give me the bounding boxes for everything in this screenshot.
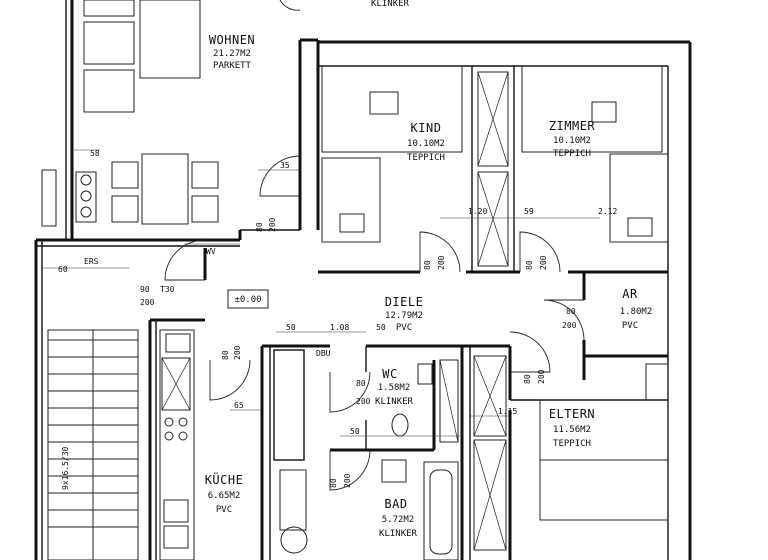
svg-text:200: 200 bbox=[537, 369, 546, 384]
svg-text:90: 90 bbox=[140, 285, 150, 294]
room-top-partial-floor: KLINKER bbox=[371, 0, 410, 9]
room-eltern-floor: TEPPICH bbox=[553, 439, 591, 449]
svg-text:1.08: 1.08 bbox=[330, 323, 349, 332]
room-eltern: ELTERN 11.56M2 TEPPICH bbox=[549, 407, 595, 449]
room-zimmer-floor: TEPPICH bbox=[553, 149, 591, 159]
room-zimmer-area: 10.10M2 bbox=[553, 136, 591, 146]
svg-text:50: 50 bbox=[350, 427, 360, 436]
room-wc-area: 1.58M2 bbox=[378, 383, 411, 393]
room-kind: KIND 10.10M2 TEPPICH bbox=[407, 121, 445, 163]
room-diele-name: DIELE bbox=[385, 295, 424, 309]
svg-text:200: 200 bbox=[233, 345, 242, 360]
room-kuche-area: 6.65M2 bbox=[208, 491, 241, 501]
svg-text:200: 200 bbox=[562, 321, 577, 330]
svg-text:200: 200 bbox=[437, 255, 446, 270]
room-wc-name: WC bbox=[382, 367, 397, 381]
label-stair: 9x16.5/30 bbox=[61, 446, 70, 490]
room-wohnen: WOHNEN 21.27M2 PARKETT bbox=[209, 33, 255, 71]
room-diele: DIELE 12.79M2 PVC bbox=[385, 295, 424, 333]
staircase bbox=[47, 329, 139, 560]
room-kuche-name: KÜCHE bbox=[205, 471, 244, 487]
room-wohnen-floor: PARKETT bbox=[213, 61, 252, 71]
svg-text:80: 80 bbox=[356, 379, 366, 388]
room-wc-floor: KLINKER bbox=[375, 397, 414, 407]
room-ar-floor: PVC bbox=[622, 321, 638, 331]
room-wc: WC 1.58M2 KLINKER bbox=[375, 367, 414, 407]
room-bad-name: BAD bbox=[384, 497, 407, 511]
room-bad-area: 5.72M2 bbox=[382, 515, 415, 525]
room-kind-area: 10.10M2 bbox=[407, 139, 445, 149]
room-bad-floor: KLINKER bbox=[379, 529, 418, 539]
svg-text:80: 80 bbox=[525, 260, 534, 270]
room-eltern-name: ELTERN bbox=[549, 407, 595, 421]
bath-fittings bbox=[279, 359, 459, 560]
svg-text:80: 80 bbox=[221, 350, 230, 360]
room-bad: BAD 5.72M2 KLINKER bbox=[379, 497, 418, 539]
room-zimmer: ZIMMER 10.10M2 TEPPICH bbox=[549, 119, 596, 159]
svg-text:1.15: 1.15 bbox=[498, 407, 517, 416]
label-wv: WV bbox=[206, 247, 216, 256]
svg-text:2.12: 2.12 bbox=[598, 207, 617, 216]
svg-text:1.20: 1.20 bbox=[468, 207, 487, 216]
svg-text:60: 60 bbox=[58, 265, 68, 274]
label-t30: T30 bbox=[160, 285, 175, 294]
svg-text:80: 80 bbox=[423, 260, 432, 270]
room-kuche: KÜCHE 6.65M2 PVC bbox=[205, 471, 244, 515]
door-swings bbox=[164, 0, 585, 491]
svg-text:200: 200 bbox=[343, 473, 352, 488]
room-ar: AR 1.80M2 PVC bbox=[620, 287, 653, 331]
room-diele-floor: PVC bbox=[396, 323, 412, 333]
svg-text:80: 80 bbox=[566, 307, 576, 316]
svg-text:80: 80 bbox=[255, 222, 264, 232]
room-ar-name: AR bbox=[622, 287, 638, 301]
svg-text:58: 58 bbox=[90, 149, 100, 158]
svg-text:50: 50 bbox=[286, 323, 296, 332]
room-wohnen-name: WOHNEN bbox=[209, 33, 255, 47]
room-eltern-area: 11.56M2 bbox=[553, 425, 591, 435]
dimension-lines bbox=[42, 169, 600, 437]
label-dbu: DBU bbox=[316, 349, 331, 358]
room-kind-name: KIND bbox=[411, 121, 442, 135]
svg-text:200: 200 bbox=[356, 397, 371, 406]
svg-text:200: 200 bbox=[268, 217, 277, 232]
svg-text:200: 200 bbox=[140, 298, 155, 307]
svg-text:59: 59 bbox=[524, 207, 534, 216]
svg-text:80: 80 bbox=[329, 478, 338, 488]
living-furniture bbox=[41, 0, 219, 227]
svg-text:35: 35 bbox=[280, 161, 290, 170]
label-ers: ERS bbox=[84, 257, 99, 266]
bedroom-furniture bbox=[321, 65, 669, 267]
room-diele-area: 12.79M2 bbox=[385, 311, 423, 321]
room-zimmer-name: ZIMMER bbox=[549, 119, 596, 133]
level-marker-box bbox=[227, 289, 269, 309]
svg-text:200: 200 bbox=[539, 255, 548, 270]
room-wohnen-area: 21.27M2 bbox=[213, 49, 251, 59]
svg-text:50: 50 bbox=[376, 323, 386, 332]
room-ar-area: 1.80M2 bbox=[620, 307, 653, 317]
level-marker: ±0.00 bbox=[234, 295, 261, 305]
door-dimensions: 80 200 80 200 80 200 90 200 80 200 80 20… bbox=[58, 149, 617, 488]
eltern-furniture bbox=[473, 355, 669, 551]
room-kind-floor: TEPPICH bbox=[407, 153, 445, 163]
kitchen-fittings bbox=[159, 329, 195, 560]
svg-text:80: 80 bbox=[523, 374, 532, 384]
room-kuche-floor: PVC bbox=[216, 505, 232, 515]
svg-text:65: 65 bbox=[234, 401, 244, 410]
